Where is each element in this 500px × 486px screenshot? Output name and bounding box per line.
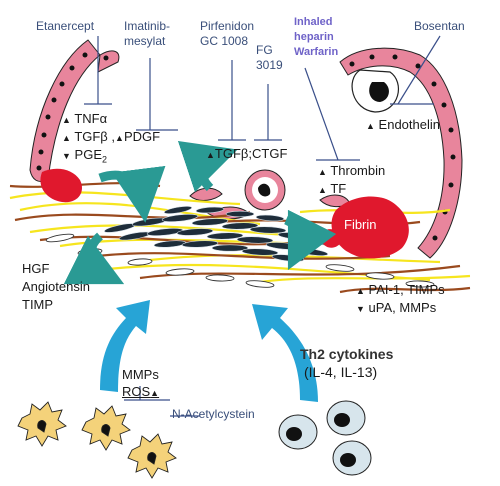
upa-mmps-label: uPA, MMPs	[368, 300, 437, 315]
pdgf-label: PDGF	[123, 129, 161, 144]
pge-subscript: 2	[102, 154, 108, 165]
factor-pai1-timps: ▲ PAI-1, TIMPs	[356, 282, 445, 298]
th2-title: Th2 cytokines	[300, 346, 394, 362]
mediator-endothelin: ▲ Endothelin	[366, 117, 440, 133]
down-arrow-icon: ▼	[62, 151, 71, 161]
down-arrow-icon: ▼	[356, 304, 365, 314]
right-epithelium	[339, 47, 463, 259]
drug-inhaled-line3: Warfarin	[294, 46, 339, 58]
factor-angiotensin: Angiotensin	[22, 279, 90, 294]
activated-macrophages	[17, 401, 177, 479]
ros-label: ROS▲	[122, 384, 160, 400]
mmps-label: MMPs	[122, 367, 159, 382]
mediator-tf: ▲ TF	[318, 181, 347, 197]
factor-timp: TIMP	[22, 297, 54, 312]
up-arrow-icon: ▲	[62, 133, 71, 143]
drug-imatinib-line1: Imatinib-	[124, 19, 171, 33]
drug-n-acetylcystein: N-Acetylcystein	[172, 407, 255, 421]
tgf-beta-label: TGFβ ,	[74, 129, 116, 144]
factor-hgf: HGF	[22, 261, 50, 276]
th2-lymphocytes	[278, 400, 372, 476]
drug-bosentan: Bosentan	[414, 19, 465, 33]
factor-upa-mmps: ▼ uPA, MMPs	[356, 300, 437, 316]
pge-label: PGE	[74, 147, 103, 162]
ros-text: ROS	[122, 384, 151, 399]
up-arrow-icon: ▲	[366, 121, 375, 131]
thrombin-label: Thrombin	[330, 163, 386, 178]
up-arrow-icon: ▲	[115, 133, 124, 143]
up-arrow-icon: ▲	[206, 150, 215, 160]
pai1-timps-label: PAI-1, TIMPs	[368, 282, 445, 297]
drug-etanercept: Etanercept	[36, 19, 95, 33]
endothelin-label: Endothelin	[378, 117, 440, 132]
tf-label: TF	[330, 181, 347, 196]
drug-inhaled-line1: Inhaled	[294, 16, 333, 28]
drug-imatinib-line2: mesylat	[124, 34, 166, 48]
mediator-pge2: ▼ PGE2	[62, 147, 108, 165]
mediator-tgf-beta: ▲ TGFβ ,▲PDGF	[62, 129, 161, 145]
tnf-alpha-label: TNFα	[74, 111, 108, 126]
teal-arrows	[63, 140, 337, 285]
mediator-tnf-alpha: ▲ TNFα	[62, 111, 108, 127]
mediator-thrombin: ▲ Thrombin	[318, 163, 386, 179]
drug-fg-line2: 3019	[256, 58, 283, 72]
up-arrow-icon: ▲	[356, 286, 365, 296]
drug-pirfenidon-line2: GC 1008	[200, 34, 249, 48]
drug-inhaled-line2: heparin	[294, 31, 334, 43]
fibrin-label: Fibrin	[344, 217, 377, 232]
alveolar-macrophage	[244, 169, 286, 211]
blue-arrows	[100, 300, 318, 402]
up-arrow-icon: ▲	[150, 388, 160, 398]
mediator-tgf-ctgf: ▲TGFβ;CTGF	[206, 146, 288, 162]
th2-subtitle: (IL-4, IL-13)	[304, 364, 378, 380]
up-arrow-icon: ▲	[318, 185, 327, 195]
drug-fg-line1: FG	[256, 43, 273, 57]
drug-pirfenidon-line1: Pirfenidon	[200, 19, 255, 33]
left-epithelium	[29, 39, 120, 183]
up-arrow-icon: ▲	[318, 167, 327, 177]
tgf-ctgf-label: TGFβ;CTGF	[214, 146, 288, 161]
up-arrow-icon: ▲	[62, 115, 71, 125]
drug-inhibitor-lines	[84, 35, 441, 417]
